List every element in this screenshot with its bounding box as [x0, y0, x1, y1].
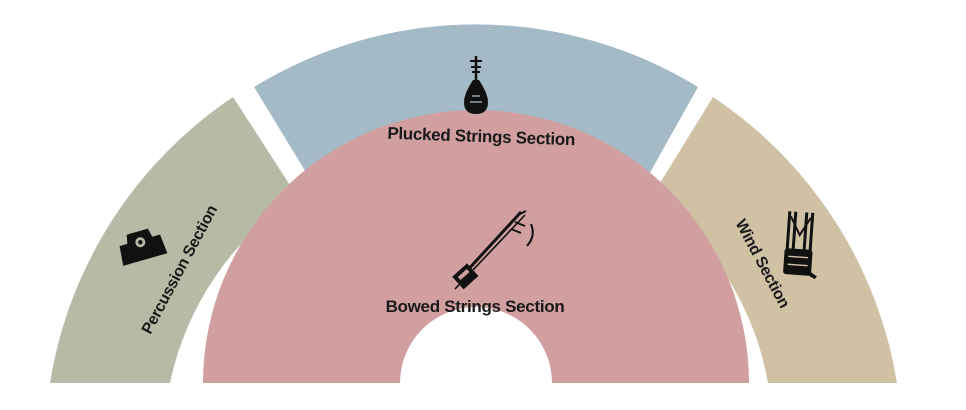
wind-section — [652, 97, 897, 383]
pipa-icon — [464, 56, 488, 114]
erhu-icon — [452, 210, 534, 290]
percussion-section — [50, 97, 297, 383]
bowed-strings-label: Bowed Strings Section — [386, 297, 565, 316]
drum-icon — [119, 228, 168, 266]
bowed-strings-section — [203, 110, 749, 383]
sheng-icon — [783, 211, 817, 280]
